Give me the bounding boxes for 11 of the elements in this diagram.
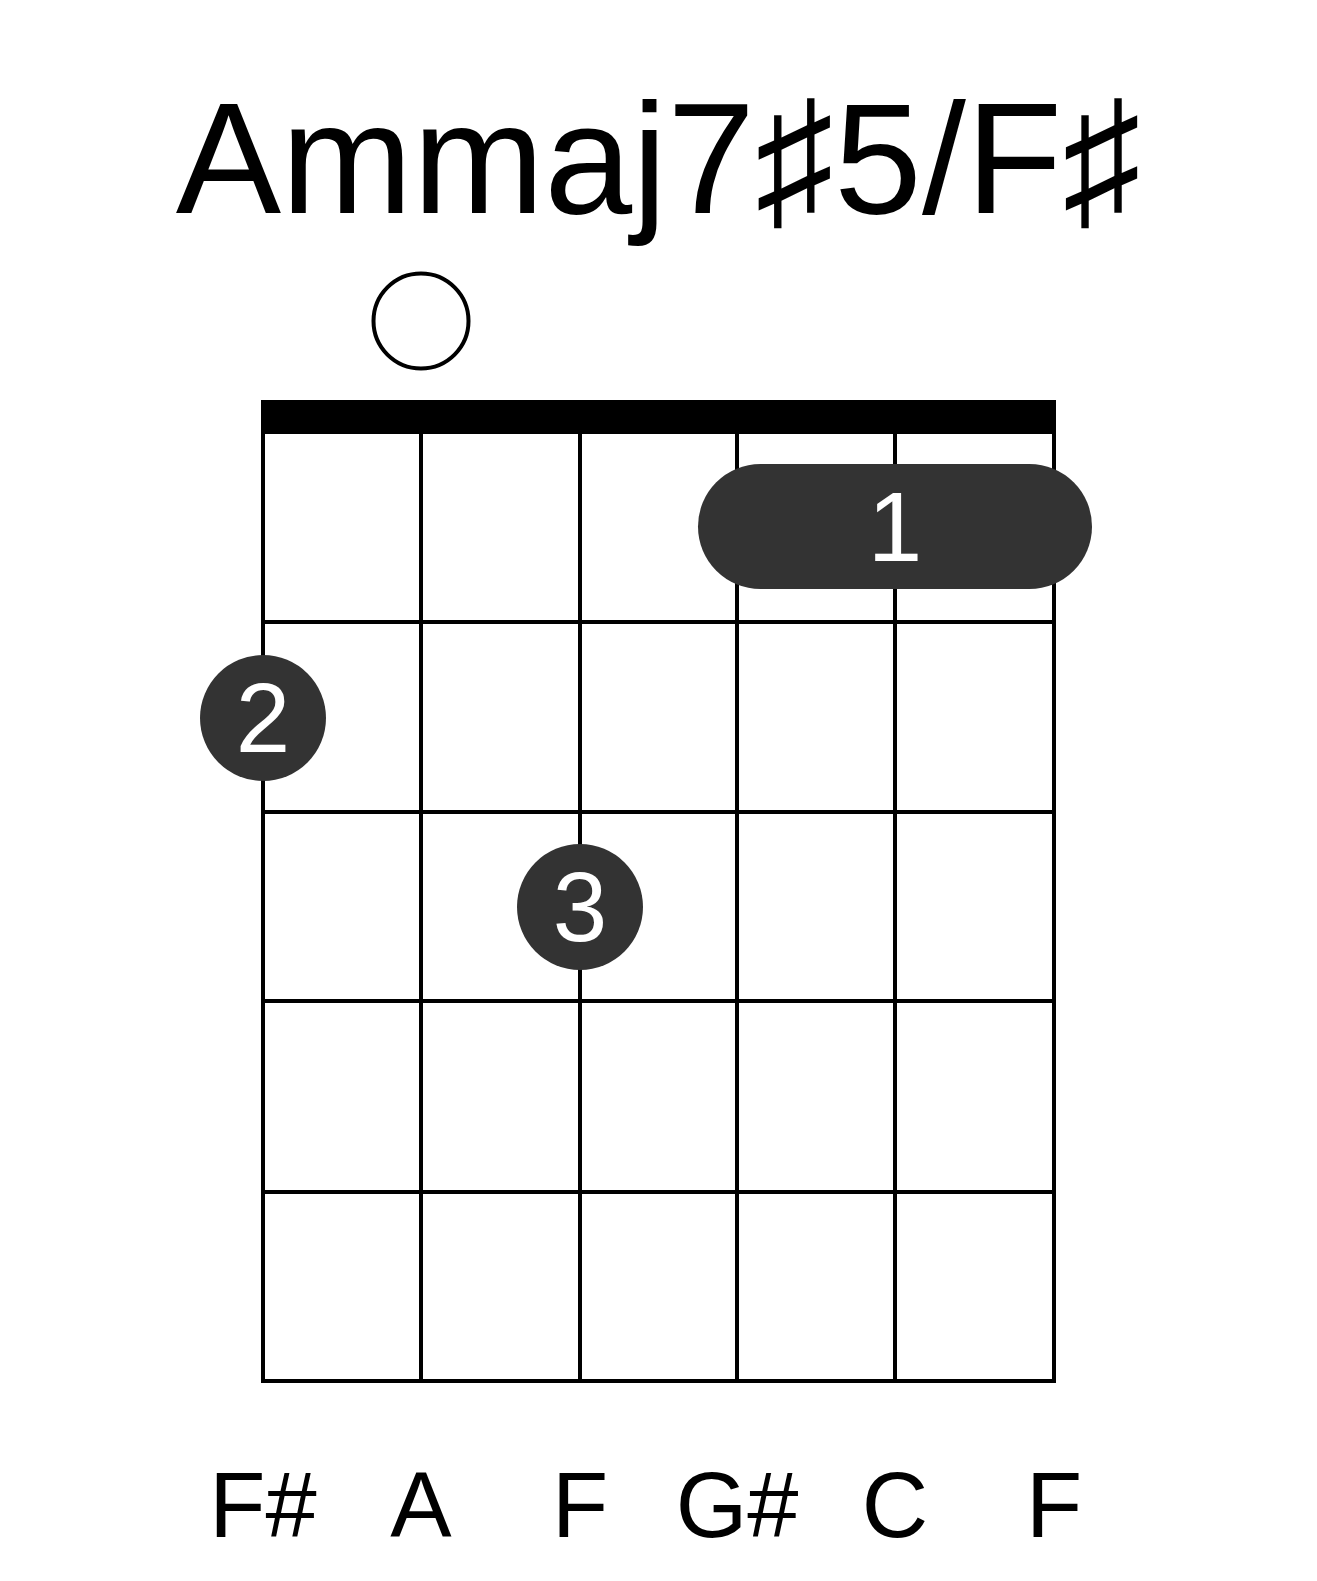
string-note-label: F (1025, 1459, 1083, 1551)
finger-number: 2 (235, 669, 291, 767)
string-note-label: A (390, 1459, 452, 1551)
finger-number: 3 (552, 858, 608, 956)
string-note-label: F (551, 1459, 609, 1551)
finger-number: 1 (867, 477, 923, 576)
string-note-label: F# (209, 1459, 317, 1551)
open-string-circle (371, 271, 471, 371)
string-note-label: C (861, 1459, 929, 1551)
chord-title: Ammaj7♯5/F♯ (174, 69, 1143, 248)
string-note-label: G# (675, 1459, 799, 1551)
